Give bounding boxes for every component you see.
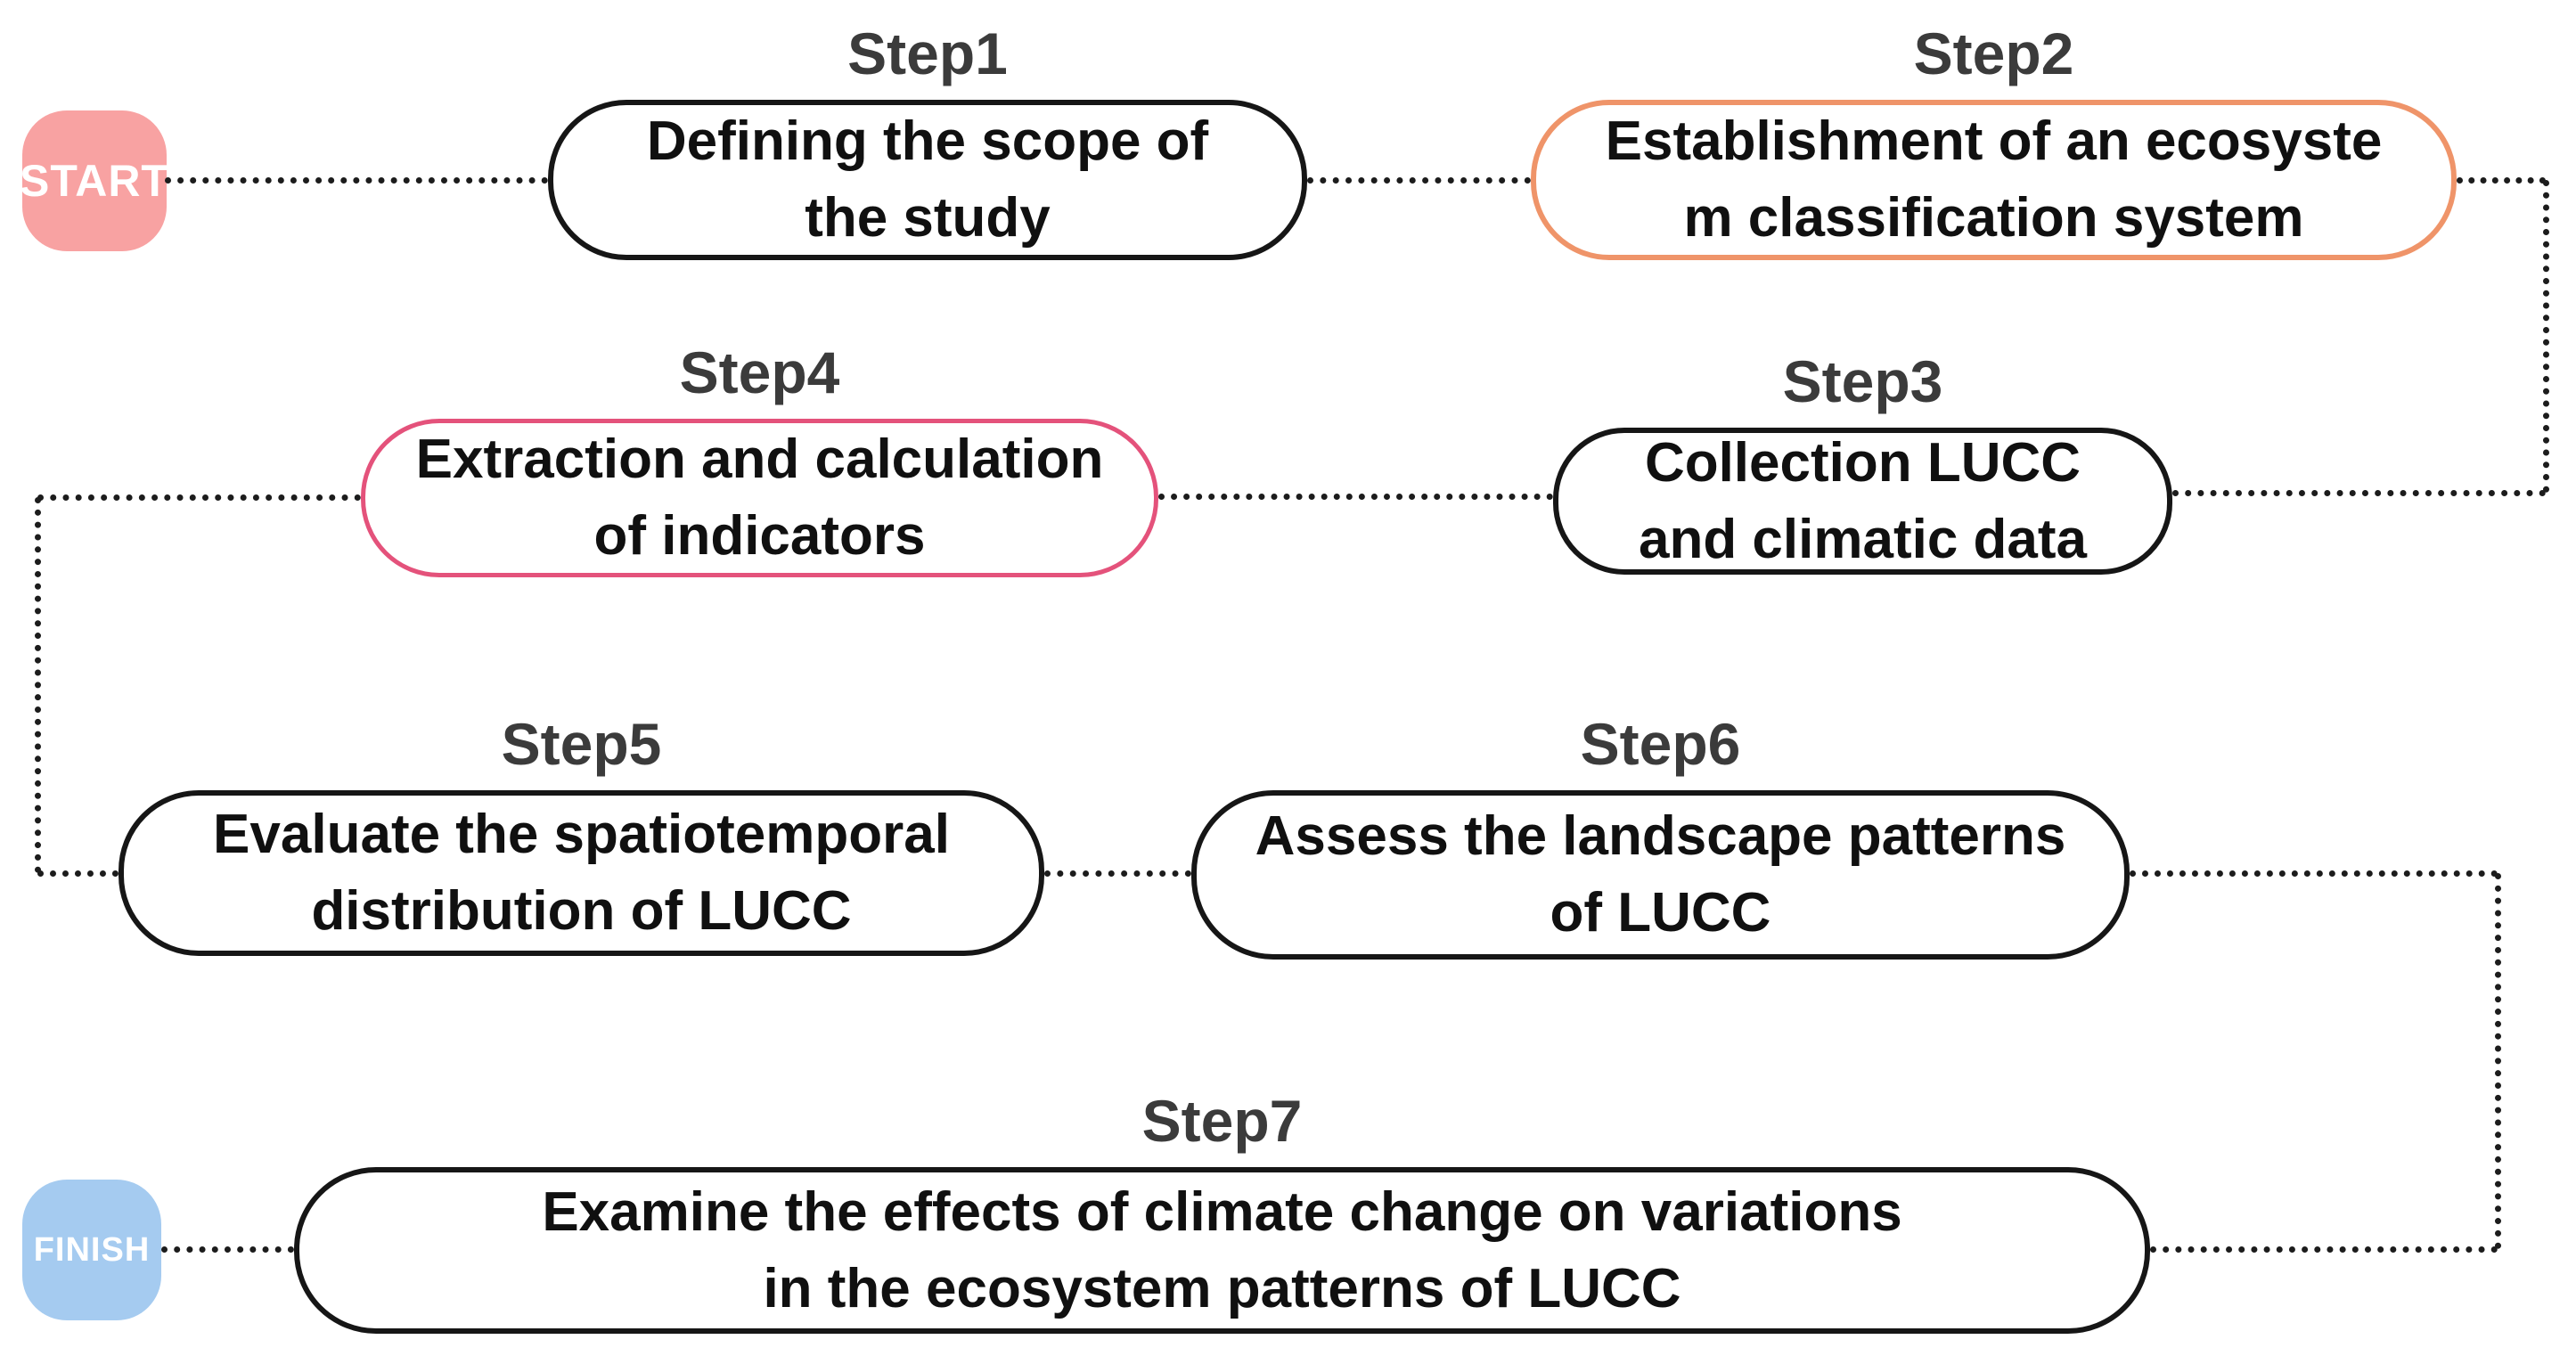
step2-text-line: m classification system — [1683, 187, 2304, 249]
step5-text-line: distribution of LUCC — [311, 880, 852, 942]
step3-text-line: Collection LUCC — [1644, 431, 2081, 494]
connector-right-down-step7 — [2495, 873, 2501, 1249]
step7-title: Step7 — [1141, 1088, 1303, 1154]
connector-step6-right — [2130, 870, 2498, 877]
connector-step3-step4 — [1158, 494, 1553, 500]
connector-step1-step2 — [1307, 177, 1531, 184]
step1-node: Step1 Defining the scope of the study — [548, 20, 1307, 260]
step7-text-line: Examine the effects of climate change on… — [542, 1180, 1902, 1243]
connector-step4-left — [37, 494, 361, 501]
connector-start-step1 — [165, 177, 548, 184]
step1-text-line: Defining the scope of — [646, 110, 1209, 172]
connector-right-down-step3 — [2543, 180, 2549, 493]
connector-left-step5 — [37, 870, 119, 877]
step6-node: Step6 Assess the landscape patterns of L… — [1191, 711, 2130, 960]
connector-right-step3 — [2172, 490, 2546, 496]
step1-text-line: the study — [805, 187, 1051, 249]
connector-step2-right — [2457, 177, 2546, 184]
step6-text-line: of LUCC — [1550, 882, 1771, 943]
connector-right-step7 — [2150, 1246, 2498, 1253]
connector-left-down-step5 — [35, 497, 41, 873]
step2-title: Step2 — [1913, 20, 2074, 86]
step7-node: Step7 Examine the effects of climate cha… — [294, 1088, 2150, 1334]
step2-node: Step2 Establishment of an ecosyste m cla… — [1531, 20, 2457, 260]
step3-box: Collection LUCC and climatic data — [1553, 428, 2172, 575]
step5-box: Evaluate the spatiotemporal distribution… — [119, 790, 1044, 956]
step6-box: Assess the landscape patterns of LUCC — [1191, 790, 2130, 960]
start-node: START — [20, 110, 169, 251]
step7-text-line: in the ecosystem patterns of LUCC — [763, 1257, 1681, 1319]
step4-node: Step4 Extraction and calculation of indi… — [361, 339, 1158, 577]
step2-box: Establishment of an ecosyste m classific… — [1531, 100, 2457, 260]
step4-title: Step4 — [679, 339, 840, 405]
step1-box: Defining the scope of the study — [548, 100, 1307, 260]
step4-text-line: of indicators — [593, 505, 926, 567]
step2-text-line: Establishment of an ecosyste — [1605, 110, 2383, 172]
step6-text-line: Assess the landscape patterns — [1255, 805, 2066, 867]
step4-text-line: Extraction and calculation — [415, 429, 1104, 490]
connector-step7-finish — [161, 1246, 294, 1253]
start-label: START — [20, 156, 169, 206]
step7-box: Examine the effects of climate change on… — [294, 1167, 2150, 1334]
step3-node: Step3 Collection LUCC and climatic data — [1553, 348, 2172, 575]
step1-title: Step1 — [847, 20, 1008, 86]
step5-node: Step5 Evaluate the spatiotemporal distri… — [119, 711, 1044, 956]
step5-title: Step5 — [501, 711, 662, 777]
step3-text-line: and climatic data — [1638, 508, 2088, 570]
step3-title: Step3 — [1782, 348, 1943, 414]
step4-box: Extraction and calculation of indicators — [361, 419, 1158, 577]
step6-title: Step6 — [1580, 711, 1741, 777]
connector-step5-step6 — [1044, 870, 1191, 877]
finish-node: FINISH — [22, 1180, 161, 1320]
finish-label: FINISH — [33, 1230, 151, 1269]
step5-text-line: Evaluate the spatiotemporal — [213, 804, 950, 865]
